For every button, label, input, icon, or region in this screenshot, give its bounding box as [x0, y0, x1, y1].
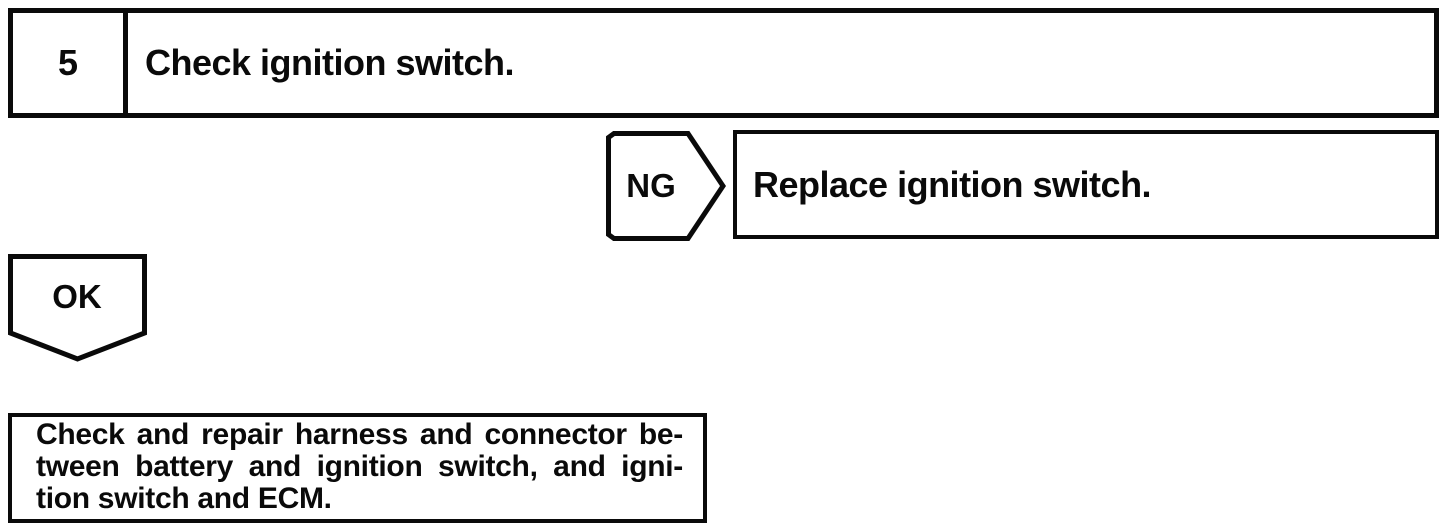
ok-label: OK: [52, 278, 102, 315]
step-number: 5: [57, 42, 79, 83]
ok-pentagon-shape: [8, 254, 147, 362]
repair-action-line: tion switch and ECM.: [36, 482, 332, 515]
step-box: 5 Check ignition switch.: [8, 8, 1439, 118]
ng-pentagon-shape: [606, 131, 726, 241]
ng-connector: NG: [606, 131, 726, 241]
repair-action-line: Check and repair harness and connector b…: [36, 418, 683, 451]
ng-label: NG: [626, 167, 676, 204]
repair-action-line: tween battery and ignition switch, and i…: [36, 450, 683, 483]
replace-action-box: Replace ignition switch.: [733, 130, 1439, 239]
replace-action-text: Replace ignition switch.: [753, 163, 1152, 205]
repair-action-box: Check and repair harness and connector b…: [8, 413, 707, 523]
ok-connector: OK: [8, 254, 147, 362]
step-number-cell: 5: [13, 13, 128, 113]
step-instruction: Check ignition switch.: [128, 13, 515, 113]
step-instruction-text: Check ignition switch.: [145, 42, 515, 83]
